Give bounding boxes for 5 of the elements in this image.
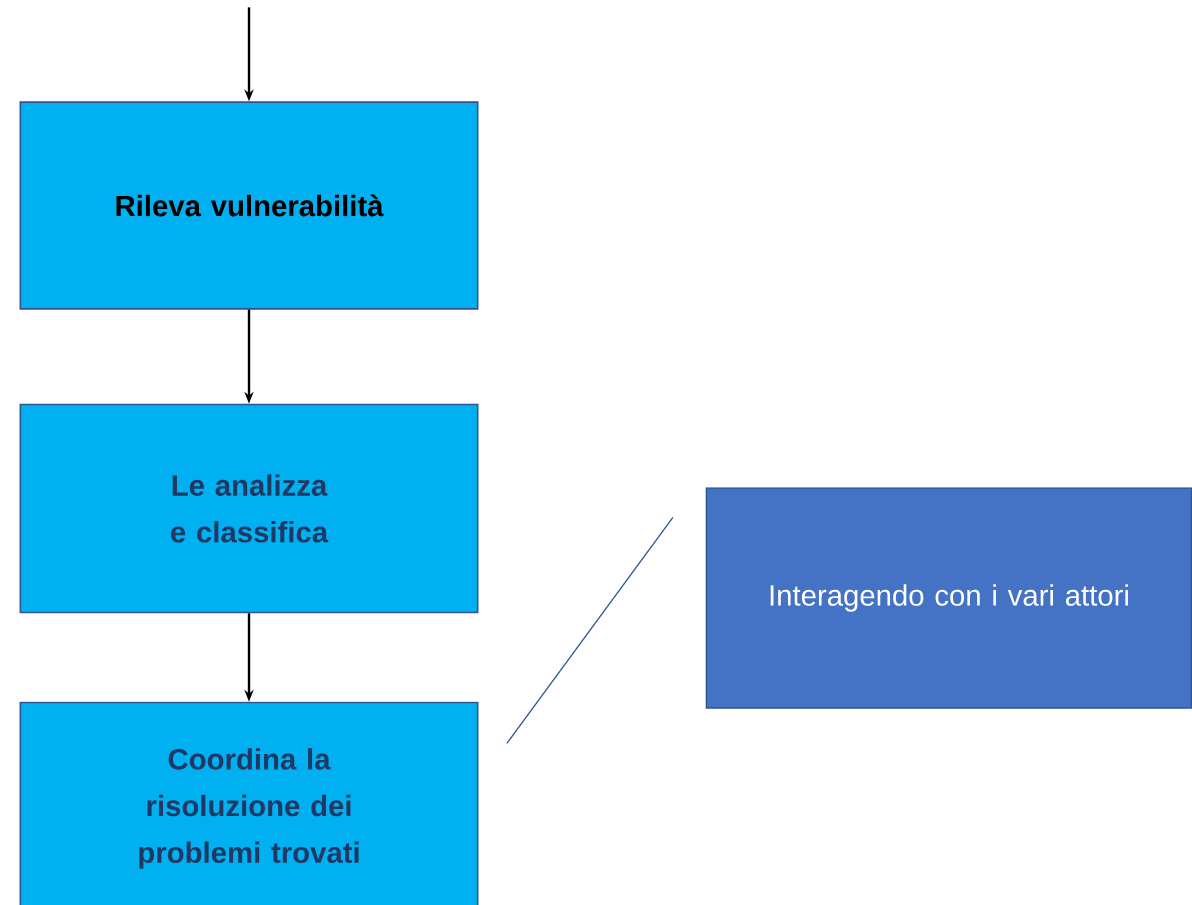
process-box: Coordina la risoluzione dei problemi trovati — [19, 701, 479, 905]
process-box: Interagendo con i vari attori — [705, 487, 1192, 709]
process-box: Le analizza e classifica — [19, 403, 479, 614]
process-box: Rileva vulnerabilità — [19, 101, 479, 310]
connector-line — [506, 516, 674, 744]
